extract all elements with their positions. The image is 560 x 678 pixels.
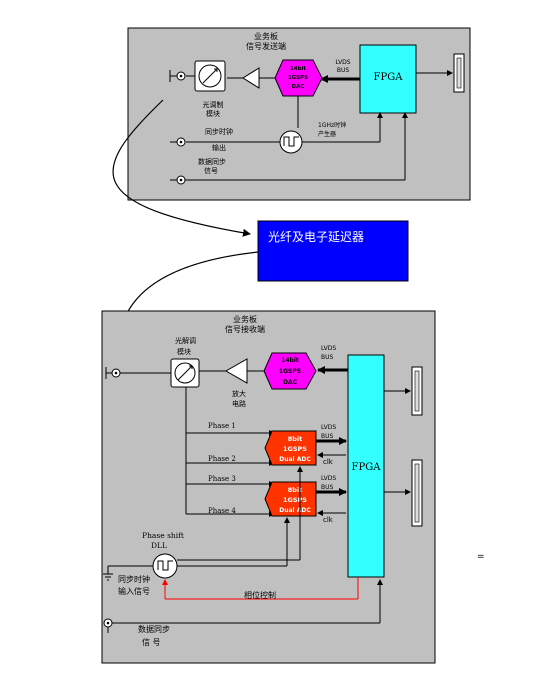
lvds-label-top-2: BUS [337, 67, 350, 74]
transmitter-subtitle: 信号发送端 [246, 41, 286, 51]
dll-clock-icon [152, 553, 178, 579]
demod-label-2: 模块 [177, 347, 191, 356]
data-sync-in-label-2: 信 号 [142, 637, 161, 647]
receiver-panel: 业务板 信号接收端 FPGA 14bit 1GSPS DAC LVDS BUS … [101, 310, 436, 664]
dac-label-top-1: 14bit [290, 66, 306, 72]
phase-control-label: 相位控制 [244, 590, 276, 600]
equals-mark: = [477, 552, 485, 562]
phase2-label: Phase 2 [208, 455, 236, 463]
transmitter-title: 业务板 [254, 31, 278, 41]
adc2-label-2: 1GSPS [283, 496, 307, 504]
lvds-label-top-1: LVDS [335, 59, 350, 66]
clock-gen-label-1: 1GHz时钟 [318, 121, 346, 129]
port-icon [176, 71, 186, 81]
demod-label-1: 光解调 [175, 336, 196, 345]
phase1-label: Phase 1 [208, 422, 236, 430]
phase3-label: Phase 3 [208, 475, 236, 483]
data-sync-port-icon [176, 175, 186, 185]
clock-icon [279, 130, 303, 154]
adc1-label-3: Dual ADC [279, 456, 311, 463]
adc2-block [264, 481, 317, 517]
data-sync-in-label-1: 数据同步 [138, 624, 170, 634]
fiber-delay-label: 光纤及电子延迟器 [268, 230, 364, 244]
fpga-label-top: FPGA [374, 72, 404, 83]
transmitter-panel: 业务板 信号发送端 FPGA LVDS BUS 14bit 1GSPS DAC … [127, 27, 471, 201]
fiber-delay-box [257, 220, 409, 282]
sync-in-label-1: 同步时钟 [118, 574, 150, 584]
lvds3-label-2: BUS [321, 484, 334, 491]
clk2-label: clk [323, 516, 334, 524]
fpga-label-bottom: FPGA [352, 462, 382, 473]
adc2-label-1: 8bit [288, 486, 303, 494]
optical-in-port-icon [111, 368, 121, 378]
lvds1-label-2: BUS [321, 354, 334, 361]
clock-gen-label-2: 产生器 [318, 130, 336, 138]
lvds2-label-2: BUS [321, 433, 334, 440]
ground-icon [103, 573, 113, 581]
dac-label-bottom-1: 14bit [281, 357, 299, 364]
amplifier-icon-bottom [224, 358, 248, 384]
sync-out-port-icon [176, 137, 186, 147]
dac-label-top-3: DAC [292, 84, 305, 90]
connector-icon [453, 53, 465, 93]
connector-icon-1 [411, 366, 423, 416]
data-sync-label-1: 数据同步 [198, 157, 226, 166]
clk1-label: clk [323, 458, 334, 466]
sync-in-label-2: 输入信号 [118, 586, 150, 596]
amp-label-1: 放大 [232, 389, 246, 398]
modulator-label-2: 模块 [206, 109, 220, 118]
adc1-label-1: 8bit [288, 435, 303, 443]
connector-icon-2 [411, 459, 423, 527]
phase-shift-label-1: Phase shift [142, 531, 184, 540]
fiber-curve-in [112, 99, 251, 237]
adc1-block [264, 430, 317, 466]
sync-clock-label-2: 输出 [212, 143, 226, 152]
modulator-label-1: 光调制 [203, 100, 224, 109]
fpga-block-top [359, 44, 417, 114]
phase-shift-label-2: DLL [151, 541, 167, 550]
receiver-subtitle: 信号接收端 [225, 324, 265, 334]
lvds3-label-1: LVDS [321, 475, 336, 482]
receiver-title: 业务板 [233, 314, 257, 324]
dac-label-top-2: 1GSPS [288, 75, 308, 81]
data-sync-label-2: 信号 [204, 166, 218, 175]
fpga-block-bottom [347, 354, 385, 578]
adc2-label-3: Dual ADC [279, 507, 311, 514]
dac-label-bottom-2: 1GSPS [279, 368, 301, 375]
amplifier-icon [242, 67, 260, 89]
lvds2-label-1: LVDS [321, 424, 336, 431]
sync-clock-label-1: 同步时钟 [205, 127, 233, 136]
data-sync-in-port-icon [103, 618, 113, 628]
phase4-label: Phase 4 [208, 507, 236, 515]
amp-label-2: 电路 [232, 399, 246, 408]
lvds1-label-1: LVDS [321, 345, 336, 352]
transmitter-board [127, 27, 471, 201]
adc1-label-2: 1GSPS [283, 445, 307, 453]
dac-label-bottom-3: DAC [283, 379, 298, 386]
